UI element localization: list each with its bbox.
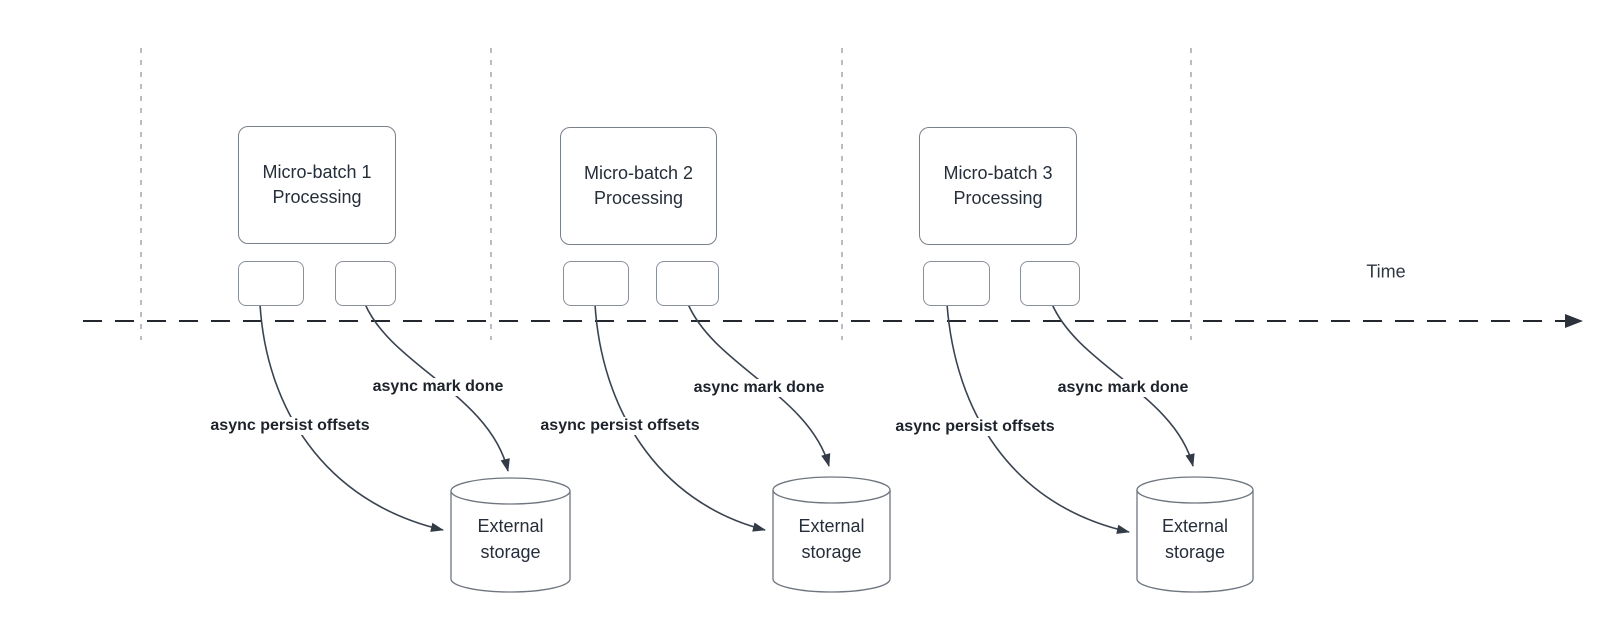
persist-offsets-task-box-3 (923, 261, 990, 306)
persist-offsets-task-box-1 (238, 261, 304, 306)
persist-offsets-arrow-label-3: async persist offsets (892, 418, 1058, 436)
storage-label-line1: External (1161, 516, 1229, 536)
persist-offsets-task-box-2 (563, 261, 629, 306)
persist-offsets-arrow-3 (946, 303, 1130, 534)
micro-batch-1-box: Micro-batch 1 Processing (238, 126, 396, 244)
storage-label-line1: External (477, 516, 544, 536)
storage-label-line1: External (798, 516, 865, 536)
external-storage-cylinder-3 (1136, 476, 1254, 593)
mark-done-task-box-1 (335, 261, 396, 306)
cylinder-body (772, 490, 891, 593)
box-subtitle: Processing (272, 187, 362, 207)
time-axis-label: Time (1366, 261, 1406, 282)
time-axis-arrowhead-icon (1565, 314, 1583, 328)
cylinder-top (450, 477, 571, 505)
box-title: Micro-batch 1 (262, 162, 372, 182)
persist-offsets-arrow-1 (259, 303, 444, 532)
persist-offsets-arrow-label-2: async persist offsets (537, 417, 703, 435)
box-title: Micro-batch 3 (943, 163, 1053, 183)
mark-done-arrow-label-3: async mark done (1054, 379, 1192, 397)
mark-done-task-box-2 (656, 261, 719, 306)
micro-batch-2-box: Micro-batch 2 Processing (560, 127, 717, 245)
micro-batch-3-box: Micro-batch 3 Processing (919, 127, 1077, 245)
mark-done-arrow-label-1: async mark done (369, 378, 507, 396)
cylinder-top (772, 476, 891, 504)
storage-label-line2: storage (801, 542, 862, 562)
mark-done-arrow-label-2: async mark done (690, 379, 828, 397)
cylinder-body (1136, 490, 1254, 593)
external-storage-cylinder-2 (772, 476, 891, 593)
mark-done-task-box-3 (1020, 261, 1080, 306)
external-storage-cylinder-1 (450, 477, 571, 593)
persist-offsets-arrow-2 (594, 303, 766, 532)
box-subtitle: Processing (593, 188, 684, 208)
storage-label-line2: storage (480, 542, 541, 562)
external-storage-label-1: External storage (451, 513, 570, 565)
external-storage-label-3: External storage (1137, 513, 1253, 565)
storage-label-line2: storage (1164, 542, 1226, 562)
box-title: Micro-batch 2 (583, 163, 694, 183)
cylinder-body (450, 491, 571, 593)
external-storage-label-2: External storage (773, 513, 890, 565)
cylinder-top (1136, 476, 1254, 504)
box-subtitle: Processing (953, 188, 1043, 208)
persist-offsets-arrow-label-1: async persist offsets (207, 417, 373, 435)
